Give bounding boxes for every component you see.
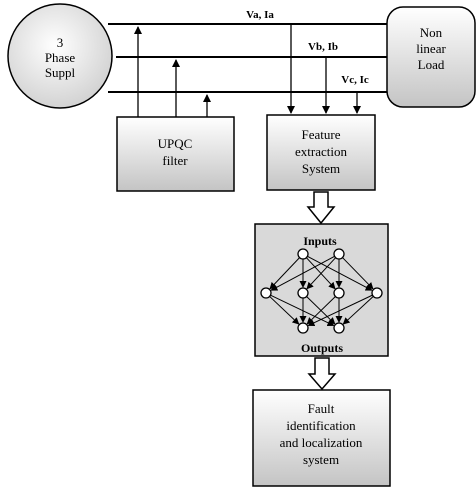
nn-connection-5 (306, 257, 336, 290)
nn-connection-14 (307, 294, 373, 327)
load-label-2: linear (416, 41, 446, 56)
nn-node-6 (297, 322, 309, 334)
load-label-3: Load (418, 57, 445, 72)
load-label-1: Non (420, 25, 443, 40)
nn-connection-4 (270, 255, 335, 291)
fault-identification-box: Fault identification and localization sy… (252, 389, 391, 487)
supply-label-1: 3 (57, 35, 64, 50)
block-arrow-2 (307, 357, 337, 391)
upqc-filter-box: UPQC filter (116, 116, 235, 192)
nn-connection-7 (342, 257, 374, 290)
nn-nodes (260, 248, 383, 334)
nn-node-2 (260, 287, 272, 299)
neural-network-box: Inputs Outputs (254, 223, 389, 357)
nn-connection-15 (342, 296, 374, 325)
fault-label-1: Fault (308, 401, 335, 416)
nn-connection-12 (306, 296, 336, 325)
nn-connection-9 (270, 294, 335, 326)
feature-label-2: extraction (295, 144, 347, 159)
nn-node-3 (297, 287, 309, 299)
supply-label-3: Suppl (45, 65, 76, 80)
nn-node-5 (371, 287, 383, 299)
upqc-label-2: filter (162, 153, 188, 168)
nn-connection-8 (269, 296, 300, 325)
nn-connections (269, 255, 374, 327)
feature-label-1: Feature (302, 127, 341, 142)
phase-c-label: Vc, Ic (341, 74, 369, 86)
upqc-label-1: UPQC (158, 136, 193, 151)
feature-label-3: System (302, 161, 340, 176)
nn-node-1 (333, 248, 345, 260)
fault-label-2: identification (286, 418, 356, 433)
nn-node-0 (297, 248, 309, 260)
phase-b-label: Vb, Ib (308, 41, 338, 53)
nn-node-7 (333, 322, 345, 334)
supply-label-2: Phase (45, 50, 76, 65)
nn-outputs-label: Outputs (301, 341, 343, 355)
phase-a-label: Va, Ia (246, 9, 274, 21)
nn-node-4 (333, 287, 345, 299)
block-arrow-1 (306, 191, 336, 225)
three-phase-supply: 3 Phase Suppl (7, 3, 113, 109)
nn-connection-3 (307, 255, 373, 291)
nn-inputs-label: Inputs (303, 234, 337, 248)
nonlinear-load: Non linear Load (386, 6, 476, 108)
fault-label-4: system (303, 452, 339, 467)
fault-label-3: and localization (280, 435, 363, 450)
feature-extraction-box: Feature extraction System (266, 114, 376, 191)
nn-connection-0 (269, 257, 300, 290)
